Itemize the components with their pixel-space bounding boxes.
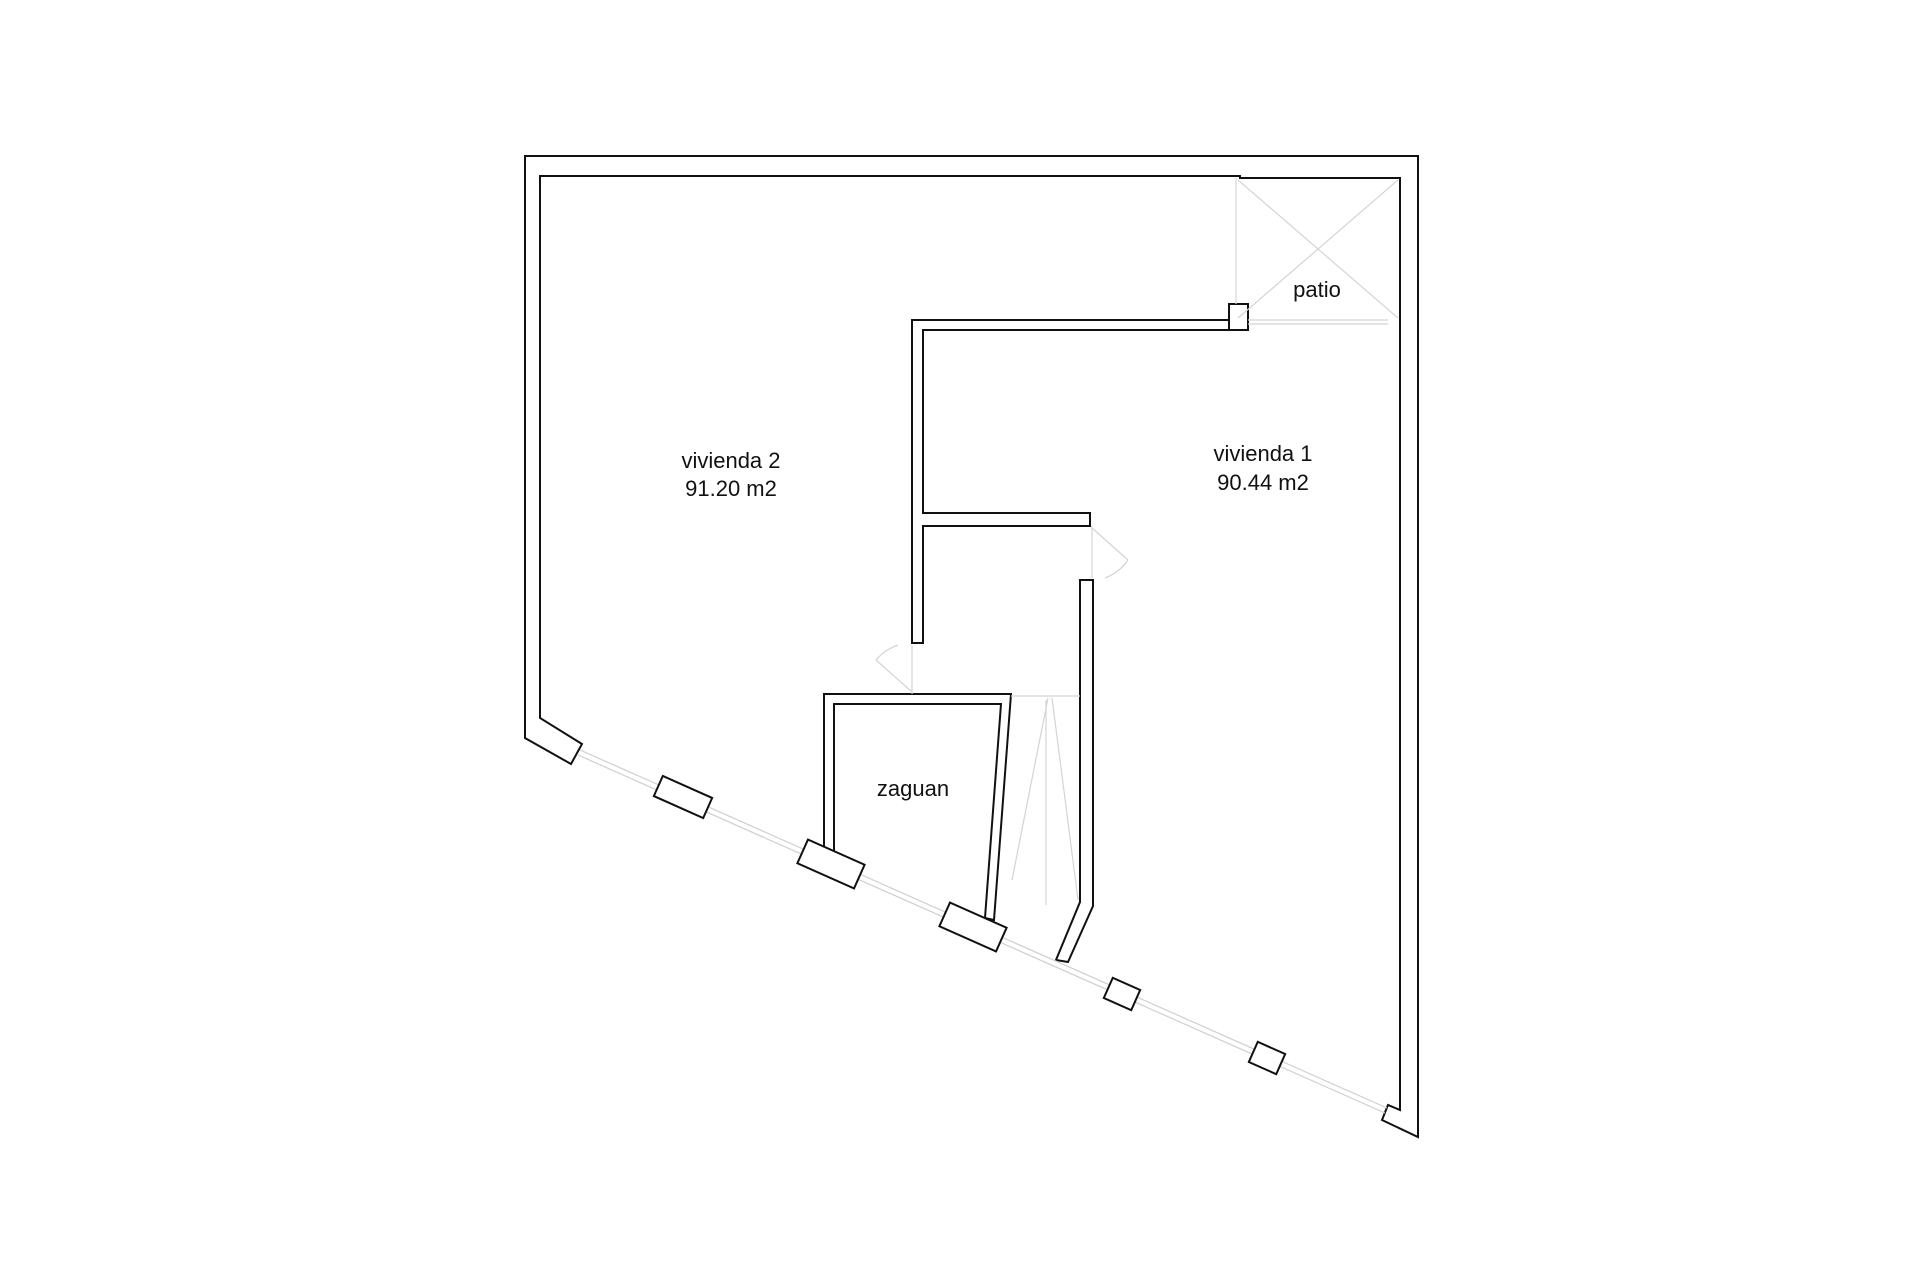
room-labels: vivienda 2 91.20 m2 vivienda 1 90.44 m2 … <box>681 277 1340 801</box>
pilaster-2 <box>796 838 866 890</box>
door-swing-vivienda-2 <box>875 644 913 694</box>
pilaster-3 <box>938 901 1008 953</box>
interior-walls <box>823 303 1249 964</box>
corridor-wall <box>1054 579 1094 964</box>
partition-wall-main <box>911 319 1233 644</box>
patio-diagonal-2 <box>1237 179 1399 319</box>
room-label-vivienda-2-name: vivienda 2 <box>681 448 780 473</box>
pilaster-4 <box>1102 976 1142 1012</box>
outer-wall-outline <box>524 155 1419 1139</box>
room-label-zaguan: zaguan <box>877 776 949 801</box>
pilaster-1 <box>652 774 714 820</box>
patio-area <box>1235 178 1399 325</box>
pilaster-5 <box>1247 1040 1287 1076</box>
room-label-vivienda-1-name: vivienda 1 <box>1213 441 1312 466</box>
door-swings <box>875 526 1129 905</box>
facade-pilasters <box>652 774 1287 1076</box>
door-swing-entrance <box>1011 695 1080 905</box>
room-label-vivienda-1-area: 90.44 m2 <box>1217 470 1309 495</box>
room-label-vivienda-2-area: 91.20 m2 <box>685 476 777 501</box>
door-swing-vivienda-1 <box>1091 526 1129 579</box>
outer-walls <box>524 155 1419 1139</box>
room-label-patio: patio <box>1293 277 1341 302</box>
